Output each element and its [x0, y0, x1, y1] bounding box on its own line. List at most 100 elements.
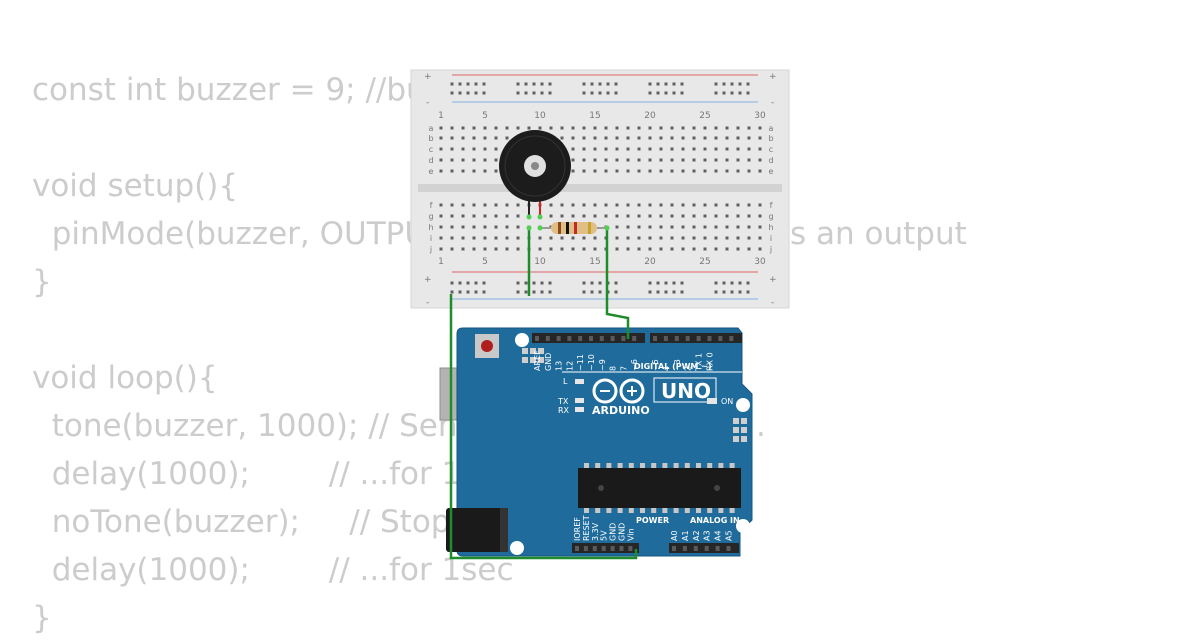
rail-hole — [582, 290, 586, 294]
mounting-hole — [736, 519, 750, 533]
rail-hole — [714, 281, 718, 285]
breadboard-hole — [758, 225, 762, 229]
resistor-band — [566, 222, 569, 234]
breadboard-hole — [494, 247, 498, 251]
breadboard-hole — [450, 214, 454, 218]
breadboard-hole — [736, 214, 740, 218]
breadboard-hole — [538, 126, 542, 130]
breadboard-hole — [571, 214, 575, 218]
breadboard-hole — [703, 169, 707, 173]
chip-pin — [628, 463, 634, 468]
breadboard-hole — [747, 169, 751, 173]
column-number: 15 — [589, 111, 600, 121]
rail-hole — [680, 91, 684, 95]
header-pin — [682, 546, 687, 551]
breadboard-hole — [659, 247, 663, 251]
rail-hole — [738, 281, 742, 285]
breadboard-hole — [483, 147, 487, 151]
column-number: 5 — [482, 111, 488, 121]
mounting-hole — [736, 398, 750, 412]
pin-label: A0 — [670, 530, 679, 541]
breadboard-hole — [637, 236, 641, 240]
breadboard-hole — [747, 225, 751, 229]
icsp-pin — [733, 436, 739, 442]
breadboard-hole — [494, 158, 498, 162]
breadboard-hole — [483, 214, 487, 218]
rail-plus-label: + — [424, 72, 432, 82]
breadboard-hole — [747, 214, 751, 218]
breadboard-hole — [494, 214, 498, 218]
breadboard-hole — [736, 136, 740, 140]
rail-hole — [474, 290, 478, 294]
pin-label: A3 — [703, 530, 712, 541]
breadboard-hole — [648, 247, 652, 251]
rail-minus-label: - — [771, 298, 774, 308]
rail-hole — [524, 290, 528, 294]
rail-hole — [614, 281, 618, 285]
breadboard-hole — [681, 236, 685, 240]
breadboard-hole — [615, 225, 619, 229]
breadboard-hole — [582, 236, 586, 240]
breadboard-hole — [725, 203, 729, 207]
breadboard-hole — [472, 236, 476, 240]
arduino-brand: ARDUINO — [592, 404, 650, 417]
breadboard-hole — [593, 147, 597, 151]
breadboard-hole — [450, 158, 454, 162]
rail-hole — [722, 82, 726, 86]
breadboard-hole — [692, 214, 696, 218]
pin-label: 2 — [684, 366, 693, 371]
chip-pin — [617, 463, 623, 468]
breadboard-hole — [758, 247, 762, 251]
breadboard: + + - - + + - - 115510101515202025253030… — [410, 69, 790, 309]
breadboard-hole — [659, 225, 663, 229]
column-number: 10 — [534, 111, 546, 121]
analog-header — [669, 543, 739, 553]
resistor-band — [558, 222, 561, 234]
chip-pin — [696, 463, 701, 468]
breadboard-hole — [659, 136, 663, 140]
row-letter: b — [768, 134, 773, 143]
header-pin — [575, 546, 579, 551]
breadboard-hole — [670, 214, 674, 218]
breadboard-hole — [571, 147, 575, 151]
breadboard-hole — [593, 236, 597, 240]
breadboard-hole — [582, 126, 586, 130]
breadboard-hole — [670, 203, 674, 207]
breadboard-hole — [747, 203, 751, 207]
breadboard-hole — [505, 236, 509, 240]
column-number: 5 — [482, 257, 488, 267]
breadboard-hole — [648, 169, 652, 173]
icsp-header — [733, 418, 747, 442]
breadboard-hole — [659, 147, 663, 151]
row-letter: j — [429, 245, 432, 254]
breadboard-hole — [516, 126, 520, 130]
breadboard-hole — [461, 169, 465, 173]
digital-pwm-label: DIGITAL (PWM ~) — [634, 362, 712, 371]
rail-hole — [450, 290, 454, 294]
breadboard-hole — [758, 136, 762, 140]
breadboard-hole — [538, 236, 542, 240]
breadboard-hole — [692, 158, 696, 162]
breadboard-hole — [681, 169, 685, 173]
rail-hole — [590, 82, 594, 86]
breadboard-hole — [461, 147, 465, 151]
rail-hole — [714, 290, 718, 294]
code-line: noTone(buzzer); // Stop — [32, 504, 451, 540]
rail-hole — [648, 281, 652, 285]
breadboard-hole — [582, 214, 586, 218]
rail-hole — [466, 290, 470, 294]
header-pin — [599, 336, 604, 341]
chip-pin — [651, 463, 657, 468]
breadboard-hole — [626, 247, 630, 251]
rail-hole — [532, 290, 536, 294]
breadboard-hole — [582, 136, 586, 140]
breadboard-hole — [505, 203, 509, 207]
breadboard-hole — [461, 136, 465, 140]
icsp-pin — [741, 436, 747, 442]
breadboard-hole — [703, 126, 707, 130]
led-on — [707, 398, 717, 404]
breadboard-hole — [615, 147, 619, 151]
column-number: 30 — [754, 257, 766, 267]
header-pin — [696, 336, 701, 341]
